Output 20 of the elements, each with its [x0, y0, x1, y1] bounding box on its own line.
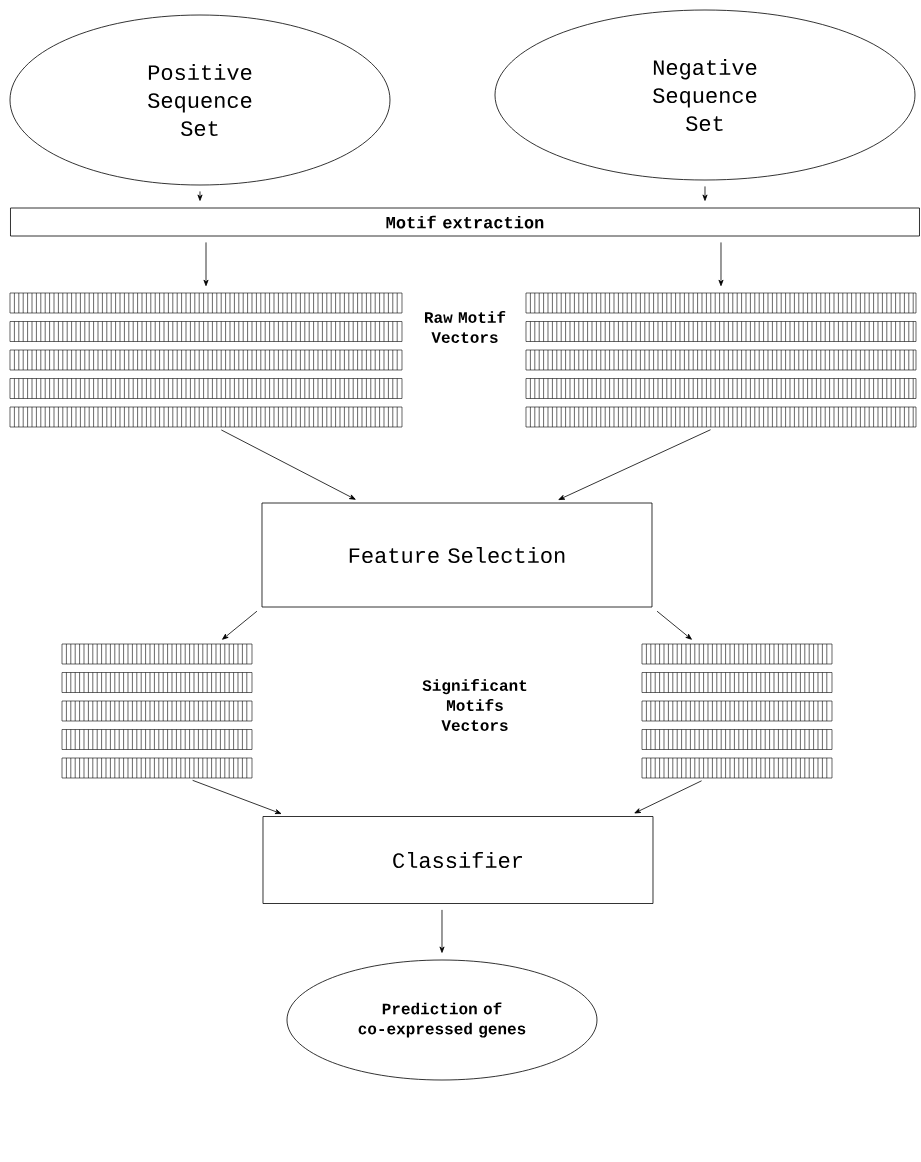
arrow	[192, 779, 282, 814]
arrow	[702, 186, 708, 201]
arrow	[558, 429, 711, 500]
vector-stack-drawing	[525, 292, 917, 428]
arrow	[656, 610, 692, 640]
process-box: Classifier	[262, 816, 654, 904]
arrow	[220, 429, 356, 500]
group-label: Raw Motif Vectors	[425, 311, 506, 343]
arrow	[439, 909, 445, 953]
vector-stack-drawing	[9, 292, 403, 428]
arrow	[222, 610, 258, 640]
arrow	[634, 780, 702, 814]
group-label: Significant Motifs Vectors	[422, 679, 527, 731]
process-band: Motif extraction	[10, 207, 920, 237]
vector-stack-drawing	[641, 643, 833, 779]
vector-stack-drawing	[61, 643, 253, 779]
arrow	[718, 242, 724, 287]
arrow	[197, 191, 203, 201]
arrow	[203, 242, 209, 287]
process-box: Feature Selection	[261, 502, 653, 608]
